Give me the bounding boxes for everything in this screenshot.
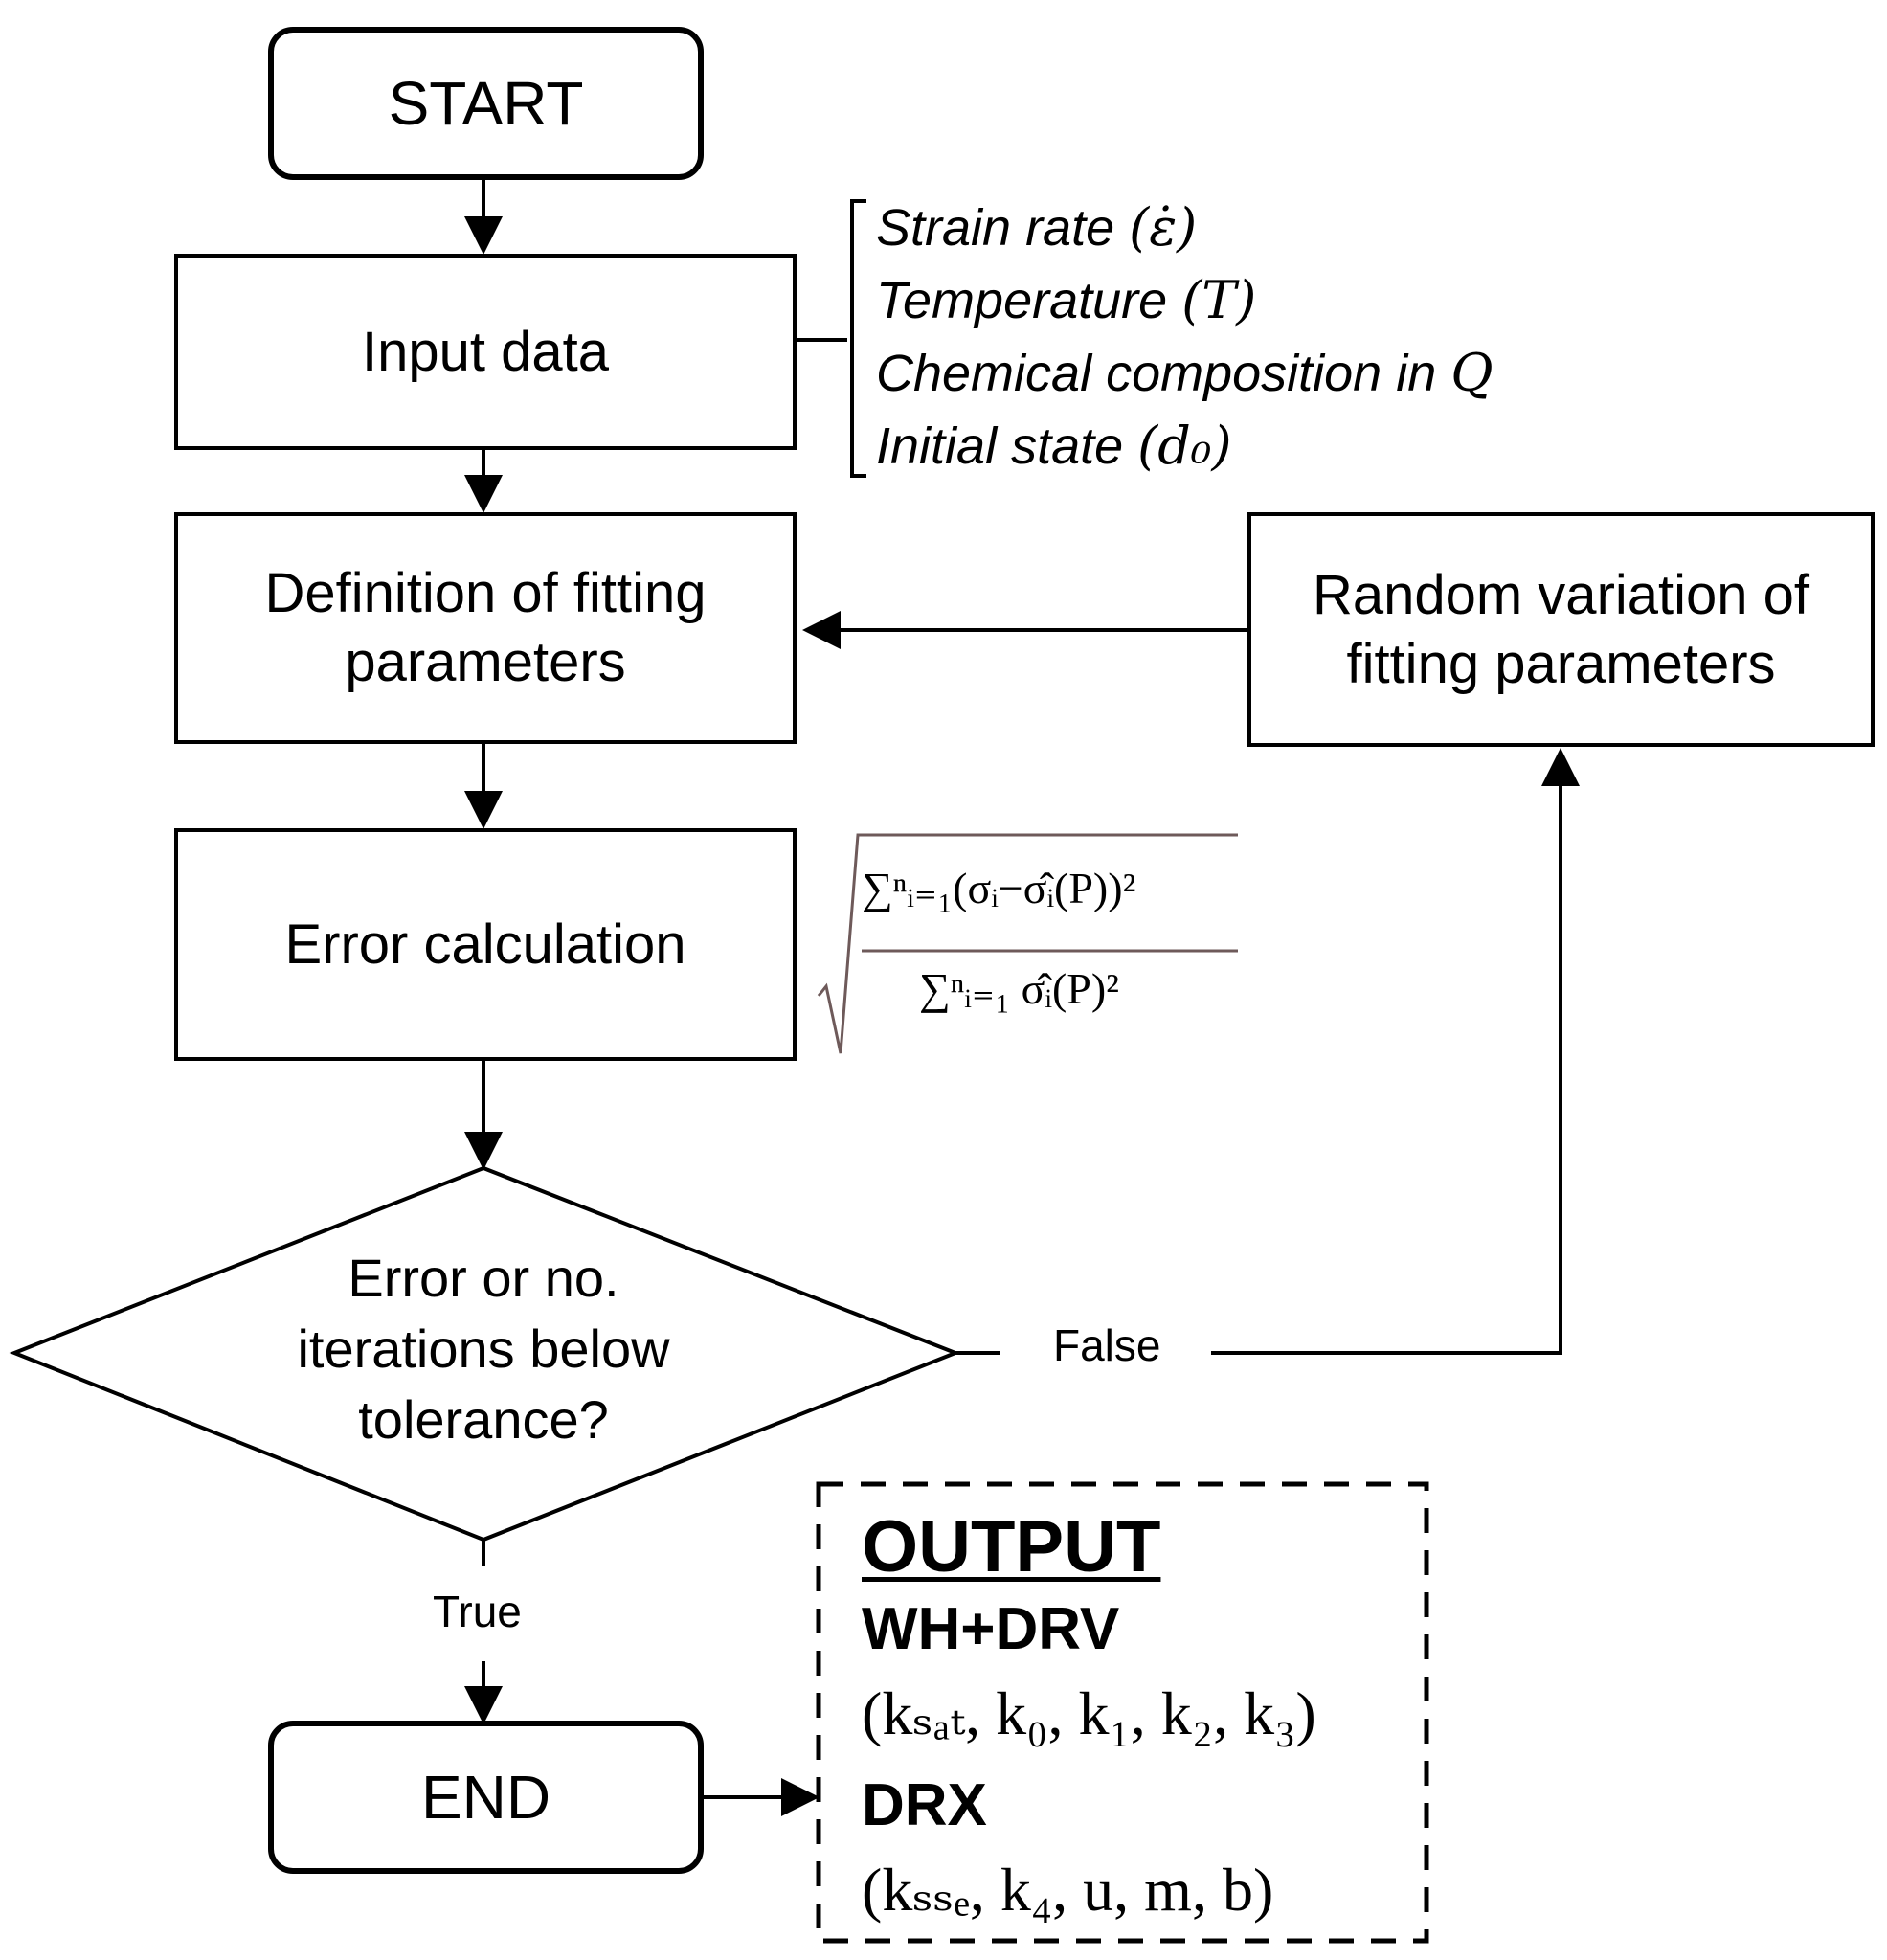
arrow-false-to-random bbox=[1211, 748, 1580, 1355]
end-label: END bbox=[420, 1763, 551, 1832]
formula-denominator: ∑ⁿᵢ₌₁ σ̂ᵢ(P)² bbox=[919, 964, 1119, 1013]
output-group-params: (kₛₐₜ, k₀, k₁, k₂, k₃) bbox=[862, 1679, 1316, 1747]
formula-radical bbox=[817, 833, 1238, 1054]
input-bracket bbox=[850, 199, 866, 478]
decision-diamond bbox=[9, 1165, 961, 1543]
output-block: OUTPUT WH+DRV (kₛₐₜ, k₀, k₁, k₂, k₃) DRX… bbox=[862, 1503, 1316, 1936]
random-variation-label: Random variation of fitting parameters bbox=[1312, 563, 1810, 695]
end-node: END bbox=[268, 1721, 704, 1874]
false-label: False bbox=[1053, 1320, 1161, 1370]
output-group-name: DRX bbox=[862, 1772, 987, 1838]
output-frame bbox=[816, 1481, 1429, 1944]
input-item-chemical-composition: Chemical composition in Q bbox=[876, 343, 1494, 403]
formula-numerator: ∑ⁿᵢ₌₁(σᵢ−σ̂ᵢ(P))² bbox=[862, 864, 1136, 912]
true-label: True bbox=[433, 1587, 522, 1636]
input-parameter-list: Strain rate (ε̇) Temperature (T) Chemica… bbox=[876, 191, 1494, 483]
input-data-label: Input data bbox=[362, 320, 609, 383]
output-group-params: (kₛₛₑ, k₄, u, m, b) bbox=[862, 1856, 1274, 1924]
error-calculation-box: Error calculation bbox=[174, 828, 797, 1061]
output-group-drx: DRX (kₛₛₑ, k₄, u, m, b) bbox=[862, 1768, 1316, 1936]
input-item-temperature: Temperature (T) bbox=[876, 270, 1257, 330]
random-variation-box: Random variation of fitting parameters bbox=[1247, 512, 1875, 747]
start-node: START bbox=[268, 27, 704, 180]
output-group-name: WH+DRV bbox=[862, 1596, 1120, 1662]
error-calculation-label: Error calculation bbox=[284, 912, 686, 976]
output-group-wh-drv: WH+DRV (kₛₐₜ, k₀, k₁, k₂, k₃) bbox=[862, 1591, 1316, 1760]
input-data-box: Input data bbox=[174, 254, 797, 450]
decision-label: Error or no. iterations below tolerance? bbox=[297, 1248, 670, 1450]
definition-box: Definition of fitting parameters bbox=[174, 512, 797, 744]
input-item-initial-state: Initial state (d₀) bbox=[876, 416, 1232, 476]
output-title: OUTPUT bbox=[862, 1506, 1161, 1588]
definition-label: Definition of fitting parameters bbox=[264, 562, 707, 693]
input-item-strain-rate: Strain rate (ε̇) bbox=[876, 197, 1198, 258]
start-label: START bbox=[388, 69, 584, 138]
